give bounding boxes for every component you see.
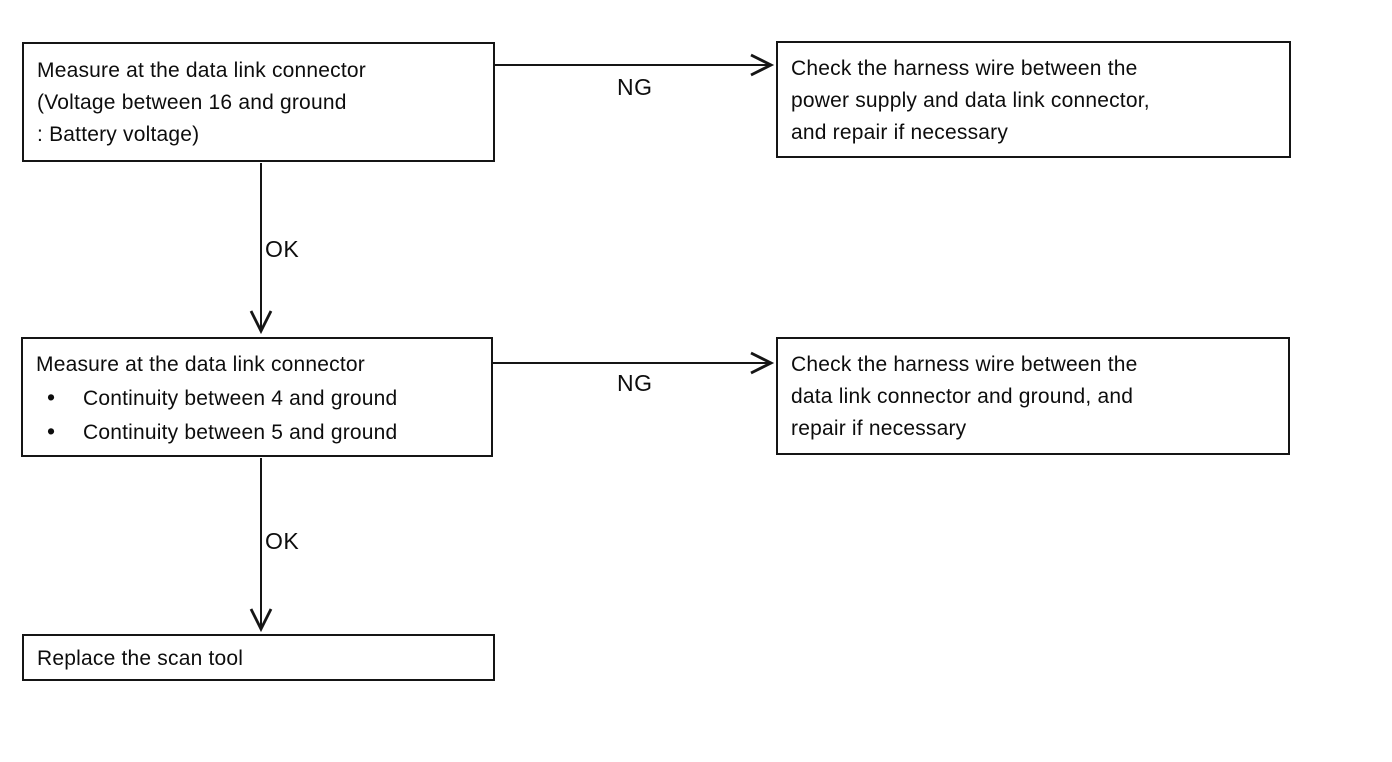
edge-label-ng-1: NG: [617, 74, 653, 100]
bullet-row: • Continuity between 5 and ground: [36, 415, 491, 449]
edge-label-ng-2: NG: [617, 370, 653, 396]
node-text-line: Continuity between 5 and ground: [83, 421, 398, 444]
bullet-icon: •: [47, 384, 56, 410]
flow-node-replace-scan-tool: Replace the scan tool: [22, 634, 495, 681]
node-text-line: data link connector and ground, and: [791, 385, 1134, 408]
node-text-line: and repair if necessary: [791, 121, 1009, 144]
bullet-row: • Continuity between 4 and ground: [36, 381, 491, 415]
node-text-line: Continuity between 4 and ground: [83, 387, 398, 410]
node-text-line: Check the harness wire between the: [791, 57, 1138, 80]
node-text-line: Measure at the data link connector: [37, 59, 366, 82]
bullet-icon: •: [47, 418, 56, 444]
node-text-line: repair if necessary: [791, 417, 967, 440]
node-text-line: Measure at the data link connector: [36, 353, 365, 376]
flow-node-measure-continuity: Measure at the data link connector • Con…: [21, 337, 493, 457]
flow-node-check-ground-harness: Check the harness wire between the data …: [776, 337, 1290, 455]
node-text-line: (Voltage between 16 and ground: [37, 91, 347, 114]
node-text-line: Replace the scan tool: [37, 647, 244, 670]
node-text-line: power supply and data link connector,: [791, 89, 1150, 112]
node-text-line: : Battery voltage): [37, 123, 200, 146]
flow-node-measure-voltage: Measure at the data link connector (Volt…: [22, 42, 495, 162]
node-text-line: Check the harness wire between the: [791, 353, 1138, 376]
edge-label-ok-2: OK: [265, 528, 300, 554]
flow-node-check-power-harness: Check the harness wire between the power…: [776, 41, 1291, 158]
edge-label-ok-1: OK: [265, 236, 300, 262]
